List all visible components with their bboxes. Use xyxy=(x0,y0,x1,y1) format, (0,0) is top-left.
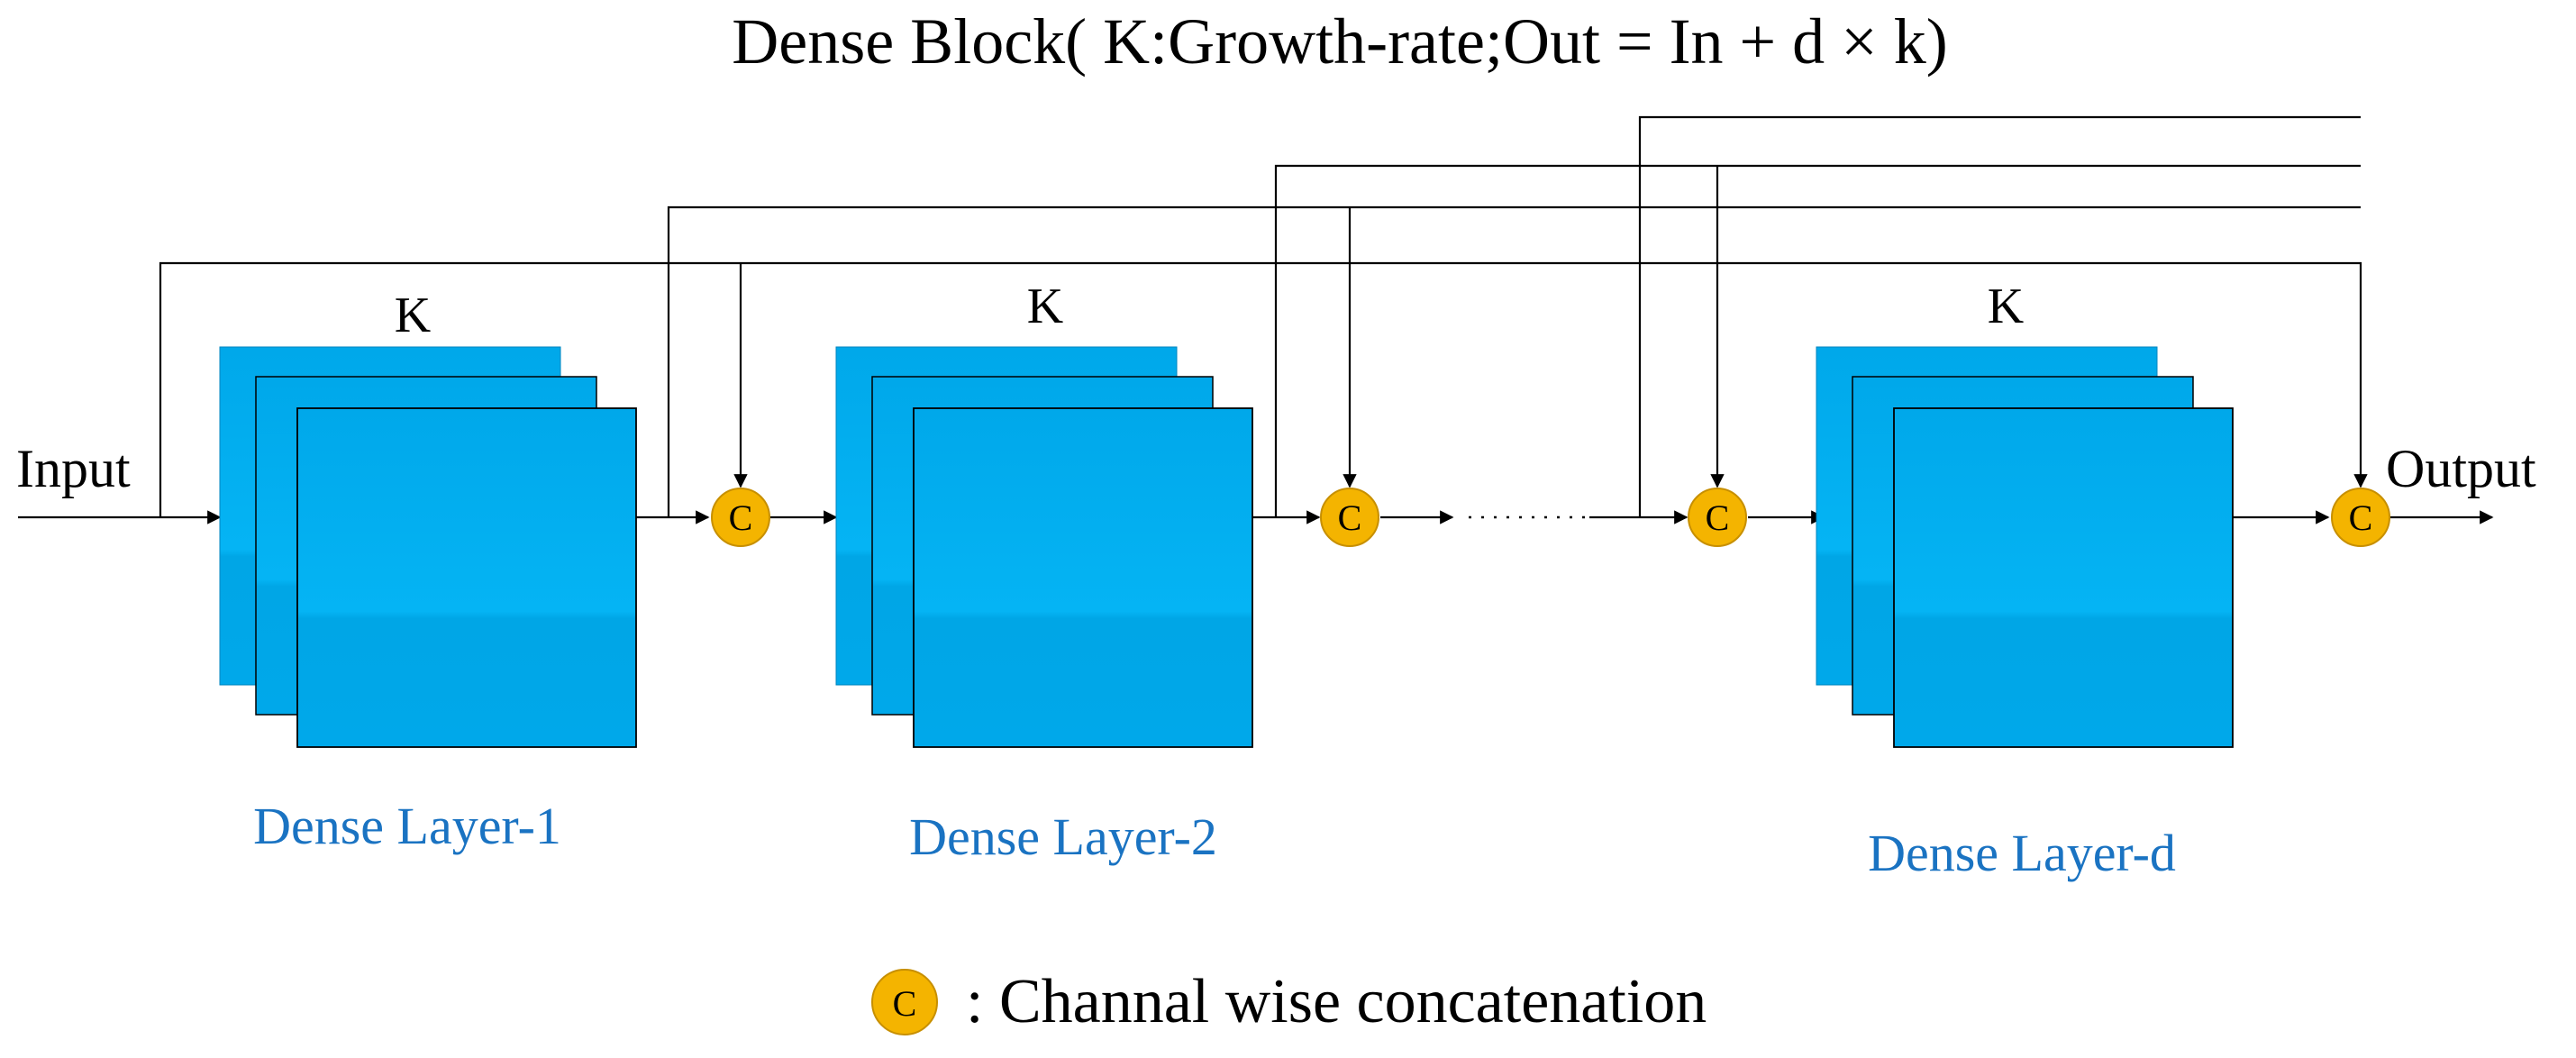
legend-text: : Channal wise concatenation xyxy=(966,967,1707,1036)
legend-concat-icon xyxy=(871,969,938,1035)
concat-circle xyxy=(1320,488,1379,547)
concat-circle xyxy=(1688,488,1747,547)
concat-circle xyxy=(711,488,770,547)
layer-label: Dense Layer-d xyxy=(1868,824,2176,882)
input-label: Input xyxy=(16,439,131,498)
output-label: Output xyxy=(2386,439,2536,498)
dense-layer-d: K Dense Layer-d xyxy=(1816,278,2234,882)
feature-map-front xyxy=(1893,407,2234,748)
growth-rate-label: K xyxy=(1027,278,1063,334)
concat-node-output: C xyxy=(2331,488,2390,547)
legend: C : Channal wise concatenation xyxy=(871,967,1707,1036)
concat-symbol: C xyxy=(729,497,753,538)
diagram-title: Dense Block( K:Growth-rate;Out = In + d … xyxy=(732,5,1948,78)
layer-label: Dense Layer-1 xyxy=(253,797,561,855)
legend-concat-symbol: C xyxy=(893,983,917,1024)
skip-layer2 xyxy=(1274,164,2361,517)
skip-layer1 xyxy=(667,205,2361,517)
feature-map-front xyxy=(296,407,637,748)
concat-symbol: C xyxy=(1706,497,1730,538)
growth-rate-label: K xyxy=(1988,278,2024,334)
concat-node-3: C xyxy=(1688,488,1747,547)
feature-map-front xyxy=(913,407,1253,748)
dense-layer-1: K Dense Layer-1 xyxy=(219,287,637,855)
concat-node-2: C xyxy=(1320,488,1379,547)
concat-symbol: C xyxy=(2349,497,2373,538)
skip-connections xyxy=(159,115,2368,517)
skip-input xyxy=(159,261,2368,517)
dense-layer-2: K Dense Layer-2 xyxy=(835,278,1253,866)
growth-rate-label: K xyxy=(395,287,431,343)
concat-node-1: C xyxy=(711,488,770,547)
concat-symbol: C xyxy=(1338,497,1362,538)
concat-circle xyxy=(2331,488,2390,547)
layer-label: Dense Layer-2 xyxy=(909,807,1217,866)
skip-dots xyxy=(1638,115,2361,517)
